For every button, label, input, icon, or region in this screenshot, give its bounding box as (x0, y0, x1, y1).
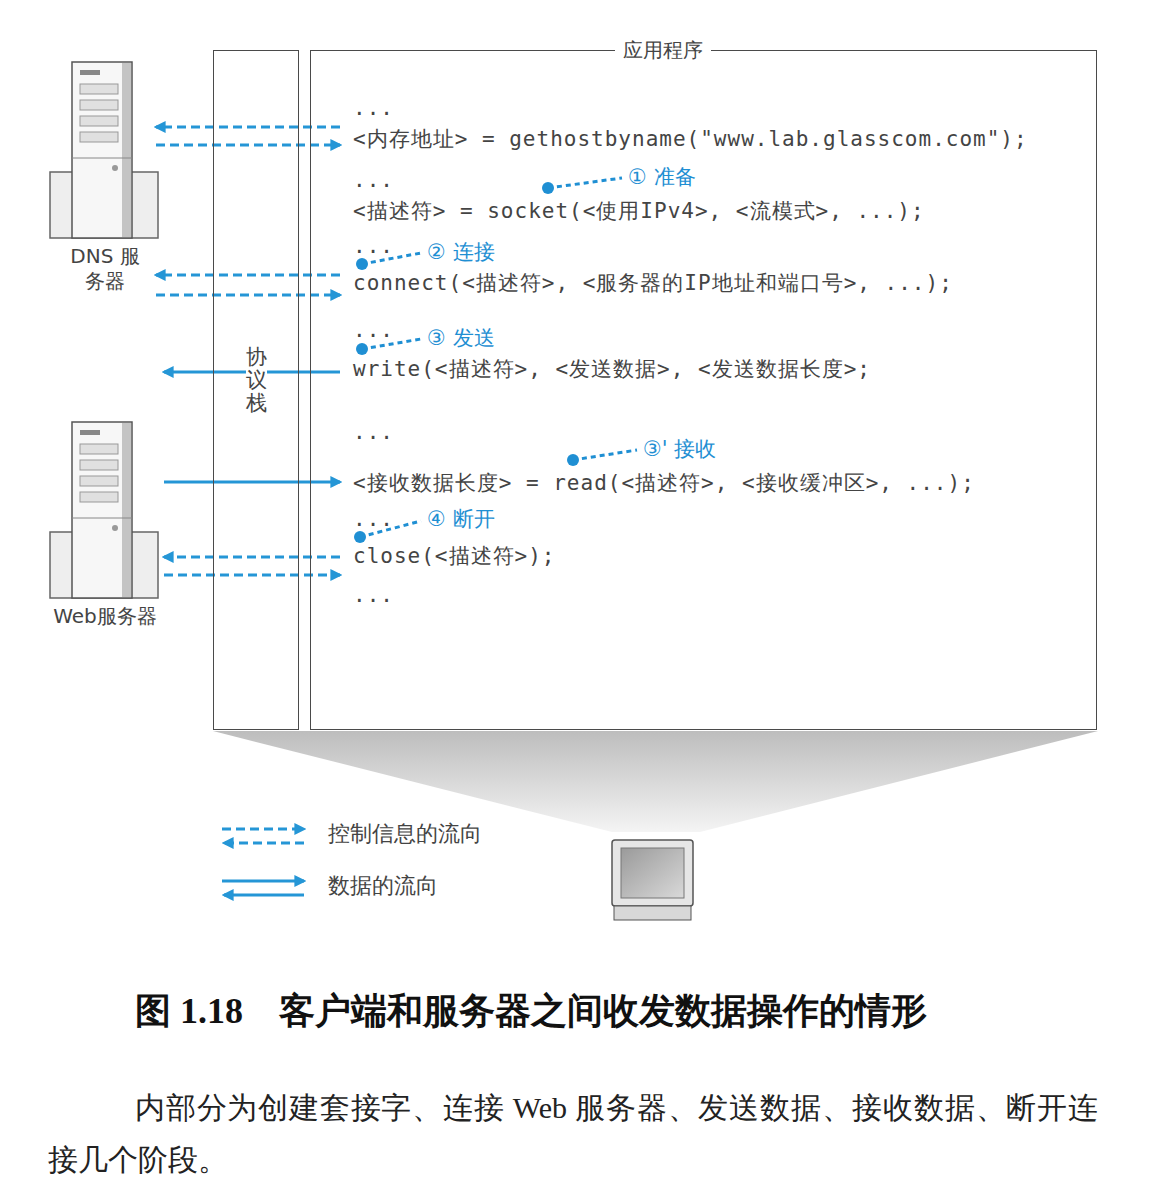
legend-label: 数据的流向 (328, 872, 438, 901)
legend-line (224, 894, 304, 897)
code-line: <内存地址> = gethostbyname("www.lab.glasscom… (353, 128, 1028, 151)
server-drive (80, 492, 118, 502)
connector-line (156, 126, 340, 129)
server-side (122, 423, 131, 597)
control-flow-arrow (156, 127, 340, 145)
web-server: Web服务器 (48, 360, 170, 637)
web-server-icon (50, 422, 158, 598)
zoom-shadow (213, 731, 1098, 832)
connector-line (164, 556, 340, 559)
data-flow-arrow (164, 482, 340, 483)
server-slot (80, 70, 100, 75)
code-ellipsis: ... (353, 421, 394, 444)
server-drive (80, 132, 118, 142)
callout-dot (567, 454, 579, 466)
server-side (122, 63, 131, 237)
callout-dot (356, 343, 368, 355)
legend-row: 控制信息的流向 (218, 820, 638, 852)
server-drive (80, 84, 118, 94)
server-name: Web服务器 (48, 604, 162, 629)
server-slot (80, 430, 100, 435)
server-tower (72, 422, 132, 598)
connector-line (156, 274, 340, 277)
code-ellipsis: ... (353, 319, 394, 342)
leader-line (573, 450, 637, 460)
box-heading: 应用程序 (615, 38, 711, 63)
stack-name: 协议栈 (246, 346, 267, 415)
protocol-stack-box: 协议栈 (213, 50, 299, 730)
server-button (112, 525, 118, 531)
legend-sample (218, 872, 310, 904)
callout-dot (356, 258, 368, 270)
code-ellipsis: ... (353, 584, 394, 607)
monitor-case (612, 840, 693, 906)
legend-line (222, 828, 304, 831)
dns-server-icon (50, 62, 158, 238)
server-drive (80, 116, 118, 126)
connector-line (156, 144, 340, 147)
connector-line (164, 574, 340, 577)
callout-dot (354, 531, 366, 543)
code-ellipsis: ... (353, 97, 394, 120)
client-monitor-icon (612, 840, 693, 920)
connector-line (156, 294, 340, 297)
legend-row: 数据的流向 (218, 872, 638, 904)
legend-line (222, 880, 304, 883)
callout-dot (542, 182, 554, 194)
dns-server: DNS 服务器 (48, 60, 162, 302)
callout-number: ① 准备 (628, 166, 696, 189)
server-tower (72, 62, 132, 238)
code-line: write(<描述符>, <发送数据>, <发送数据长度>; (353, 358, 871, 381)
control-flow-arrow (156, 275, 340, 295)
code-line: close(<描述符>); (353, 545, 555, 568)
server-name: DNS 服务器 (63, 244, 147, 294)
server-drive (80, 476, 118, 486)
legend-sample (218, 820, 310, 852)
monitor-stand (614, 906, 691, 920)
callout-number: ③' 接收 (643, 438, 716, 461)
server-panel-line (72, 158, 132, 159)
server-button (112, 165, 118, 171)
legend-line (224, 842, 304, 845)
callout-number: ② 连接 (427, 241, 495, 264)
server-panel-line (72, 518, 132, 519)
leader-line (548, 178, 622, 188)
code-line: <描述符> = socket(<使用IPv4>, <流模式>, ...); (353, 200, 925, 223)
code-line: connect(<描述符>, <服务器的IP地址和端口号>, ...); (353, 272, 953, 295)
code-line: <接收数据长度> = read(<描述符>, <接收缓冲区>, ...); (353, 472, 975, 495)
server-drive (80, 460, 118, 470)
monitor-screen (621, 848, 684, 898)
server-drive (80, 100, 118, 110)
callout-number: ③ 发送 (427, 327, 495, 350)
body-text: 内部分为创建套接字、连接 Web 服务器、发送数据、接收数据、断开连接几个阶段。 (48, 1082, 1098, 1186)
code-ellipsis: ... (353, 235, 394, 258)
callout-number: ④ 断开 (427, 508, 495, 531)
code-ellipsis: ... (353, 508, 394, 531)
legend-label: 控制信息的流向 (328, 820, 482, 849)
control-flow-arrow (164, 557, 340, 575)
application-box: 应用程序...<内存地址> = gethostbyname("www.lab.g… (310, 50, 1097, 730)
figure-caption: 图 1.18 客户端和服务器之间收发数据操作的情形 (135, 990, 927, 1033)
server-drive (80, 444, 118, 454)
connector-line (164, 481, 340, 484)
code-ellipsis: ... (353, 169, 394, 192)
